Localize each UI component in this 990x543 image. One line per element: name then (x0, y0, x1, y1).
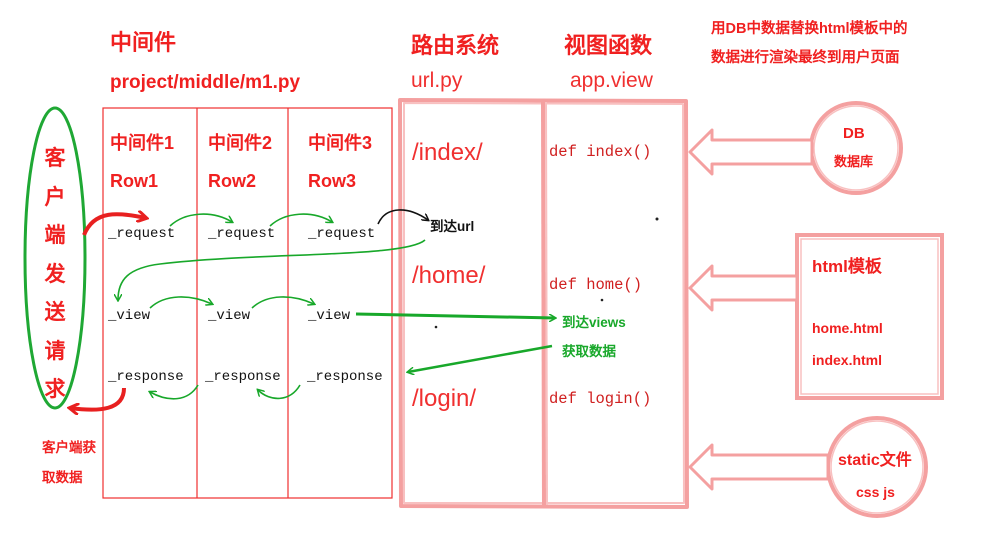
request-label-2: _request (208, 226, 276, 242)
view-fn-login: def login() (549, 390, 652, 408)
client-char: 户 (44, 185, 66, 209)
static-subtitle: css js (856, 484, 895, 500)
view-label-3: _view (308, 308, 351, 324)
db-to-view-arrow (688, 128, 814, 176)
view-label-1: _view (108, 308, 151, 324)
client-char: 端 (44, 224, 66, 247)
template-box (795, 233, 944, 400)
db-title: DB (843, 125, 865, 142)
views-title: 视图函数 (564, 33, 653, 58)
response-label-1: _response (108, 369, 184, 385)
view-label-2: _view (208, 308, 251, 324)
route-login: /login/ (412, 385, 477, 412)
render-note-line-1: 用DB中数据替换html模板中的 (711, 21, 908, 37)
views-to-response-arrow (408, 344, 553, 372)
render-note-line-2: 数据进行渲染最终到用户页面 (711, 50, 900, 66)
to-views-arrow (355, 312, 555, 318)
router-title: 路由系统 (411, 33, 500, 58)
client-char: 客 (44, 147, 66, 170)
router-file: url.py (411, 69, 463, 92)
middleware-3-name: 中间件3 (308, 133, 373, 153)
static-to-view-arrow (688, 443, 830, 491)
client-ellipse (23, 106, 87, 410)
middleware-title: 中间件 (110, 30, 177, 55)
templates-title: html模板 (812, 257, 882, 276)
route-index: /index/ (412, 139, 483, 166)
response-label-3: _response (307, 369, 383, 385)
block-arrows (688, 128, 830, 491)
db-subtitle: 数据库 (834, 154, 874, 169)
request-label-3: _request (308, 226, 376, 242)
middleware-2-row: Row2 (208, 171, 257, 191)
view-fn-home: def home() (549, 276, 643, 294)
fetch-data-label: 获取数据 (562, 344, 616, 359)
client-char: 请 (44, 339, 66, 363)
url-to-view-arrow (118, 239, 426, 300)
middleware-1-row: Row1 (110, 171, 159, 191)
middleware-1-name: 中间件1 (110, 133, 175, 153)
router-views-box (398, 98, 689, 509)
client-receive-line-2: 取数据 (42, 470, 83, 485)
response-label-2: _response (205, 369, 281, 385)
template-file-home: home.html (812, 320, 883, 336)
request-label-1: _request (108, 226, 176, 242)
client-char: 求 (44, 378, 66, 401)
view-hops (149, 296, 314, 309)
client-char: 送 (44, 301, 66, 324)
middleware-2-name: 中间件2 (208, 133, 273, 153)
view-fn-index: def index() (549, 143, 652, 161)
template-to-view-arrow (688, 264, 799, 312)
reach-url-label: 到达url (430, 219, 475, 234)
middleware-path: project/middle/m1.py (110, 72, 301, 93)
client-char: 发 (44, 262, 66, 286)
reach-views-label: 到达views (562, 315, 626, 330)
views-file: app.view (570, 69, 653, 92)
template-file-index: index.html (812, 352, 883, 368)
middleware-3-row: Row3 (308, 171, 357, 191)
static-title: static文件 (838, 452, 912, 469)
client-receive-line-1: 客户端获 (42, 440, 96, 455)
to-url-arrow (377, 209, 428, 225)
db-circle (809, 101, 903, 195)
client-receive-arrow (70, 387, 126, 410)
request-hops (169, 213, 332, 227)
middleware-box (102, 107, 393, 499)
route-home: /home/ (412, 262, 486, 289)
client-request-arrow (82, 214, 146, 236)
client-label: 客 户 端 发 送 请 求 (40, 140, 70, 410)
response-hops (150, 384, 301, 400)
